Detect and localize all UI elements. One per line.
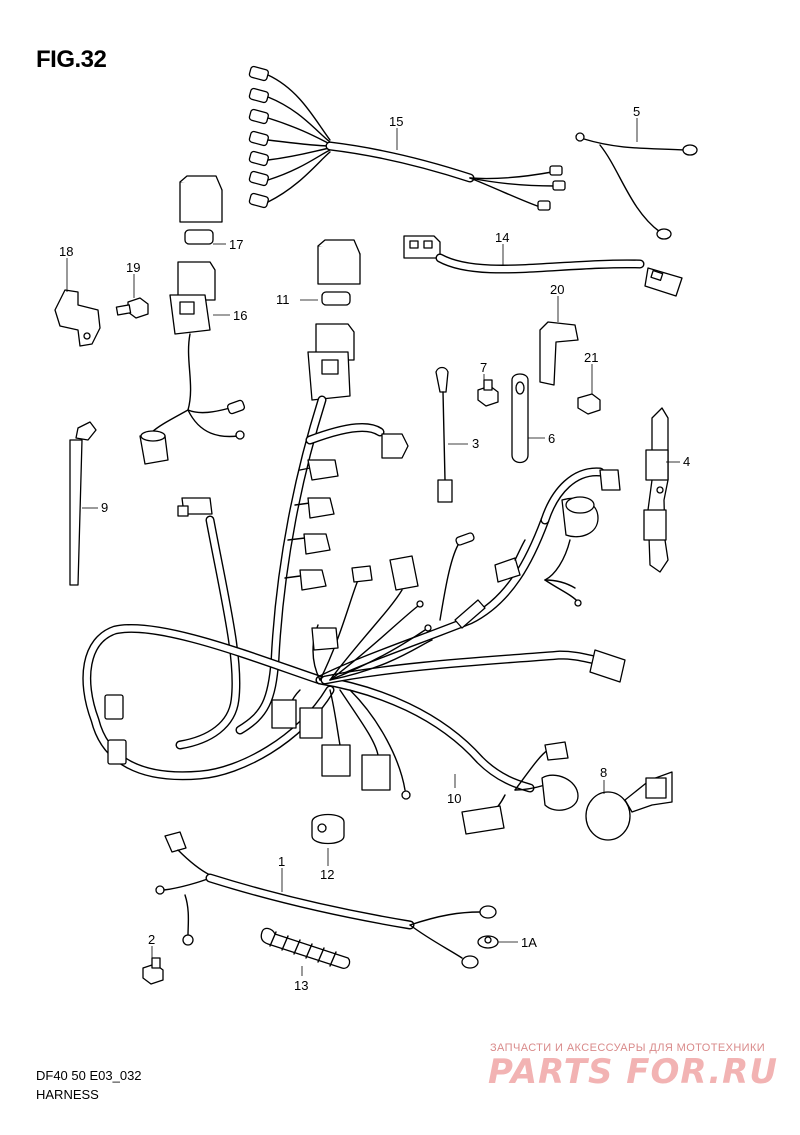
callout-14: 14	[495, 230, 509, 245]
part-18-bracket[interactable]	[54, 289, 101, 347]
callout-2: 2	[148, 932, 155, 947]
figure-name: HARNESS	[36, 1087, 99, 1102]
callout-17: 17	[229, 237, 243, 252]
part-4-bracket-strip[interactable]	[643, 407, 669, 573]
part-8-cap[interactable]	[585, 771, 673, 841]
callout-7: 7	[480, 360, 487, 375]
part-7-bolt[interactable]	[477, 379, 499, 407]
part-14-extension-cable[interactable]	[403, 235, 683, 297]
callout-11: 11	[276, 292, 290, 307]
callout-4: 4	[683, 454, 690, 469]
part-19-bolt[interactable]	[115, 297, 149, 319]
callout-18: 18	[59, 244, 73, 259]
part-15-lead-cable[interactable]	[248, 65, 566, 211]
callout-13: 13	[294, 978, 308, 993]
callout-19: 19	[126, 260, 140, 275]
part-6-clamp[interactable]	[511, 373, 529, 464]
part-3-cable[interactable]	[435, 366, 453, 503]
callout-20: 20	[550, 282, 564, 297]
watermark-brand: PARTS FOR.RU	[488, 1052, 778, 1092]
leader-lines	[66, 118, 680, 976]
part-10-main-harness[interactable]	[82, 323, 626, 835]
callout-12: 12	[320, 867, 334, 882]
part-20-bracket[interactable]	[539, 321, 579, 386]
part-16-relay-lead[interactable]	[139, 261, 246, 465]
callout-6: 6	[548, 431, 555, 446]
part-12-grommet[interactable]	[311, 813, 345, 845]
part-13-protector[interactable]	[260, 927, 351, 969]
callout-3: 3	[472, 436, 479, 451]
callout-1: 1	[278, 854, 285, 869]
part-1-battery-lead[interactable]	[155, 831, 497, 969]
part-9-cable-tie[interactable]	[69, 421, 97, 586]
part-1a-nut[interactable]	[477, 935, 499, 949]
part-11-relay[interactable]	[317, 239, 361, 306]
callout-8: 8	[600, 765, 607, 780]
figure-title: FIG.32	[36, 46, 107, 73]
callout-21: 21	[584, 350, 598, 365]
watermark-tagline: ЗАПЧАСТИ И АКСЕССУАРЫ ДЛЯ МОТОТЕХНИКИ	[490, 1042, 766, 1054]
callout-5: 5	[633, 104, 640, 119]
callout-9: 9	[101, 500, 108, 515]
figure-code: DF40 50 E03_032	[36, 1068, 142, 1083]
callout-1a: 1A	[521, 935, 537, 950]
callout-16: 16	[233, 308, 247, 323]
part-17-relay[interactable]	[179, 175, 223, 245]
part-21-bolt[interactable]	[577, 393, 601, 415]
callout-numbers: 15 5 14 17 18 19 20 11 16 21 7 6 3 4 9 8…	[59, 104, 690, 993]
part-5-ground-lead[interactable]	[575, 132, 698, 240]
callout-10: 10	[447, 791, 461, 806]
callout-15: 15	[389, 114, 403, 129]
part-2-bolt[interactable]	[142, 957, 164, 985]
